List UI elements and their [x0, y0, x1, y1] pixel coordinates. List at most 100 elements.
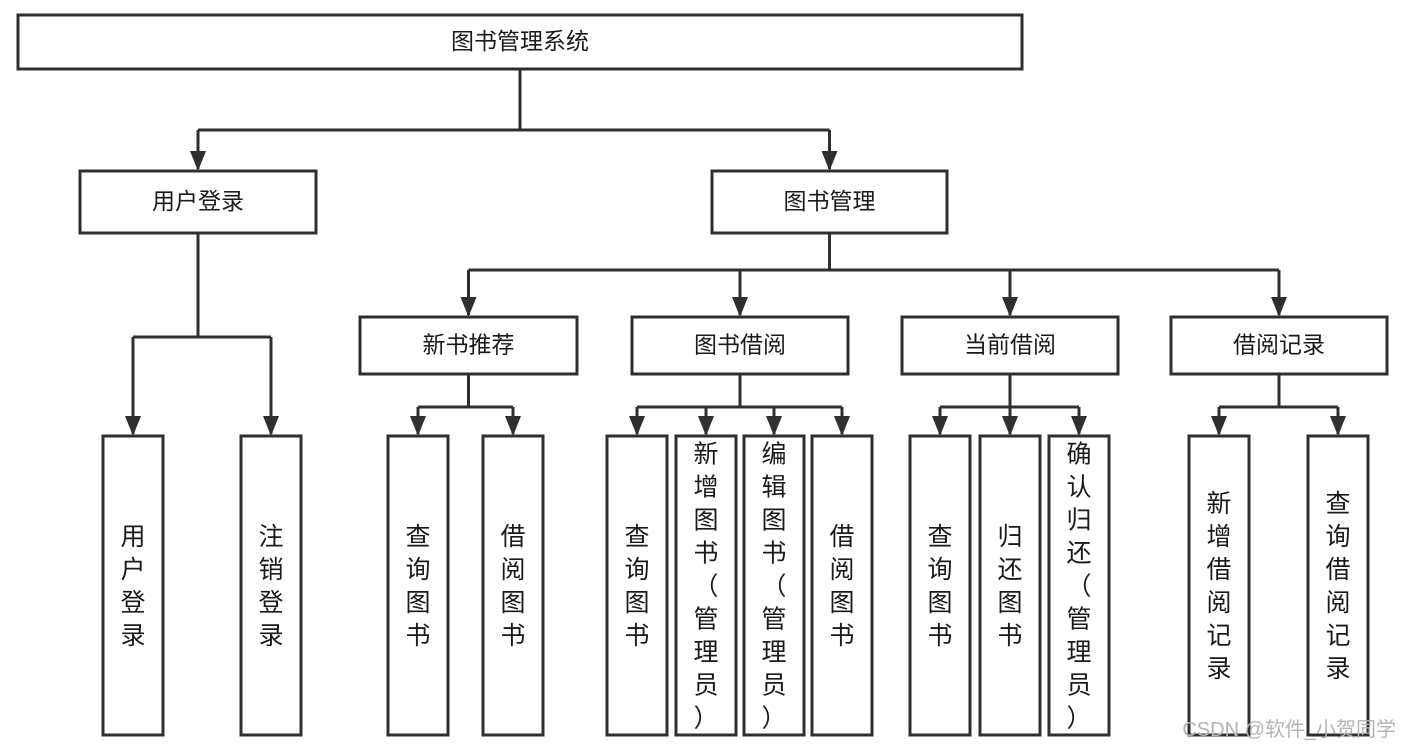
node-label-char: 书: [829, 622, 854, 650]
arrow-head-icon: [766, 416, 782, 436]
node-borrow-records[interactable]: 借阅记录: [1169, 315, 1389, 376]
node-label-char: 图: [829, 589, 854, 617]
node-label-char: 书: [761, 540, 786, 568]
node-label-borrow-records: 借阅记录: [1233, 332, 1325, 358]
node-label-char: 图: [500, 589, 525, 617]
node-label-char: （: [693, 573, 718, 601]
node-label-char: 借: [1206, 556, 1231, 584]
node-label-char: 询: [624, 556, 649, 584]
node-box-current-borrow: [900, 315, 1120, 376]
node-book-borrow[interactable]: 图书借阅: [630, 315, 850, 376]
node-label-char: 询: [927, 556, 952, 584]
arrow-head-icon: [125, 416, 141, 436]
node-label-book-management: 图书管理: [784, 188, 876, 214]
node-label-char: 记: [1325, 622, 1350, 650]
arrow-head-icon: [1002, 297, 1018, 317]
arrow-head-icon: [1071, 416, 1087, 436]
node-book-management[interactable]: 图书管理: [710, 169, 949, 235]
node-label-char: 图: [405, 589, 430, 617]
arrow-head-icon: [834, 416, 850, 436]
node-label-char: 图: [927, 589, 952, 617]
node-label-char: 理: [693, 639, 718, 667]
node-label-char: 录: [258, 622, 283, 650]
node-label-char: 借: [1325, 556, 1350, 584]
node-label-root: 图书管理系统: [451, 28, 589, 54]
node-label-char: 图: [693, 507, 718, 535]
node-label-char: ）: [693, 705, 718, 733]
node-label-char: 辑: [761, 474, 786, 502]
node-label-char: 注: [258, 523, 283, 551]
arrow-head-icon: [932, 416, 948, 436]
node-label-char: 借: [500, 523, 525, 551]
node-box-leaf-borrow-book-2: [810, 434, 874, 737]
node-label-char: 理: [761, 639, 786, 667]
node-label-char: 归: [997, 523, 1022, 551]
node-label-char: 编: [761, 441, 786, 469]
node-box-borrow-records: [1169, 315, 1389, 376]
arrow-head-icon: [732, 297, 748, 317]
arrow-head-icon: [629, 416, 645, 436]
node-layer: 图书管理系统用户登录图书管理新书推荐图书借阅当前借阅借阅记录用户登录注销登录查询…: [16, 13, 1389, 737]
csdn-watermark: CSDN @软件_小贺同学: [1182, 718, 1396, 741]
node-label-char: 管: [693, 606, 718, 634]
node-label-char: 增: [1206, 523, 1231, 551]
node-box-leaf-logout: [239, 434, 303, 737]
node-label-char: 书: [405, 622, 430, 650]
node-box-leaf-query-book-3: [908, 434, 972, 737]
node-label-char: 录: [1325, 655, 1350, 683]
node-root[interactable]: 图书管理系统: [16, 13, 1024, 71]
node-label-char: 认: [1066, 474, 1091, 502]
node-label-char: 阅: [1325, 589, 1350, 617]
node-box-leaf-add-record: [1187, 434, 1251, 737]
node-label-char: 销: [258, 556, 283, 584]
arrow-head-icon: [263, 416, 279, 436]
arrow-head-icon: [1330, 416, 1346, 436]
node-label-char: 书: [693, 540, 718, 568]
node-label-char: 新: [1206, 490, 1231, 518]
node-leaf-user-login[interactable]: 用户登录: [101, 434, 165, 737]
arrow-head-icon: [1211, 416, 1227, 436]
node-label-char: 管: [1066, 606, 1091, 634]
node-label-char: （: [1066, 573, 1091, 601]
node-user-login[interactable]: 用户登录: [78, 169, 318, 235]
node-label-char: 查: [1325, 490, 1350, 518]
node-label-book-borrow: 图书借阅: [694, 332, 786, 358]
node-box-user-login: [78, 169, 318, 235]
node-label-char: 还: [1066, 540, 1091, 568]
node-box-leaf-confirm-return: [1047, 434, 1111, 737]
node-label-char: 书: [927, 622, 952, 650]
node-box-book-borrow: [630, 315, 850, 376]
node-new-book-recommend[interactable]: 新书推荐: [358, 315, 579, 376]
node-label-user-login: 用户登录: [152, 188, 244, 214]
node-current-borrow[interactable]: 当前借阅: [900, 315, 1120, 376]
node-label-char: 书: [624, 622, 649, 650]
node-label-char: （: [761, 573, 786, 601]
node-label-char: 户: [120, 556, 145, 584]
arrow-head-icon: [410, 416, 426, 436]
node-label-char: 员: [1066, 672, 1091, 700]
node-label-char: 阅: [500, 556, 525, 584]
arrow-head-icon: [1002, 416, 1018, 436]
node-box-book-management: [710, 169, 949, 235]
node-box-leaf-user-login: [101, 434, 165, 737]
node-label-char: 阅: [829, 556, 854, 584]
arrow-head-icon: [1271, 297, 1287, 317]
node-label-char: 书: [997, 622, 1022, 650]
node-label-char: 记: [1206, 622, 1231, 650]
node-box-leaf-query-book-1: [386, 434, 450, 737]
arrow-head-icon: [698, 416, 714, 436]
